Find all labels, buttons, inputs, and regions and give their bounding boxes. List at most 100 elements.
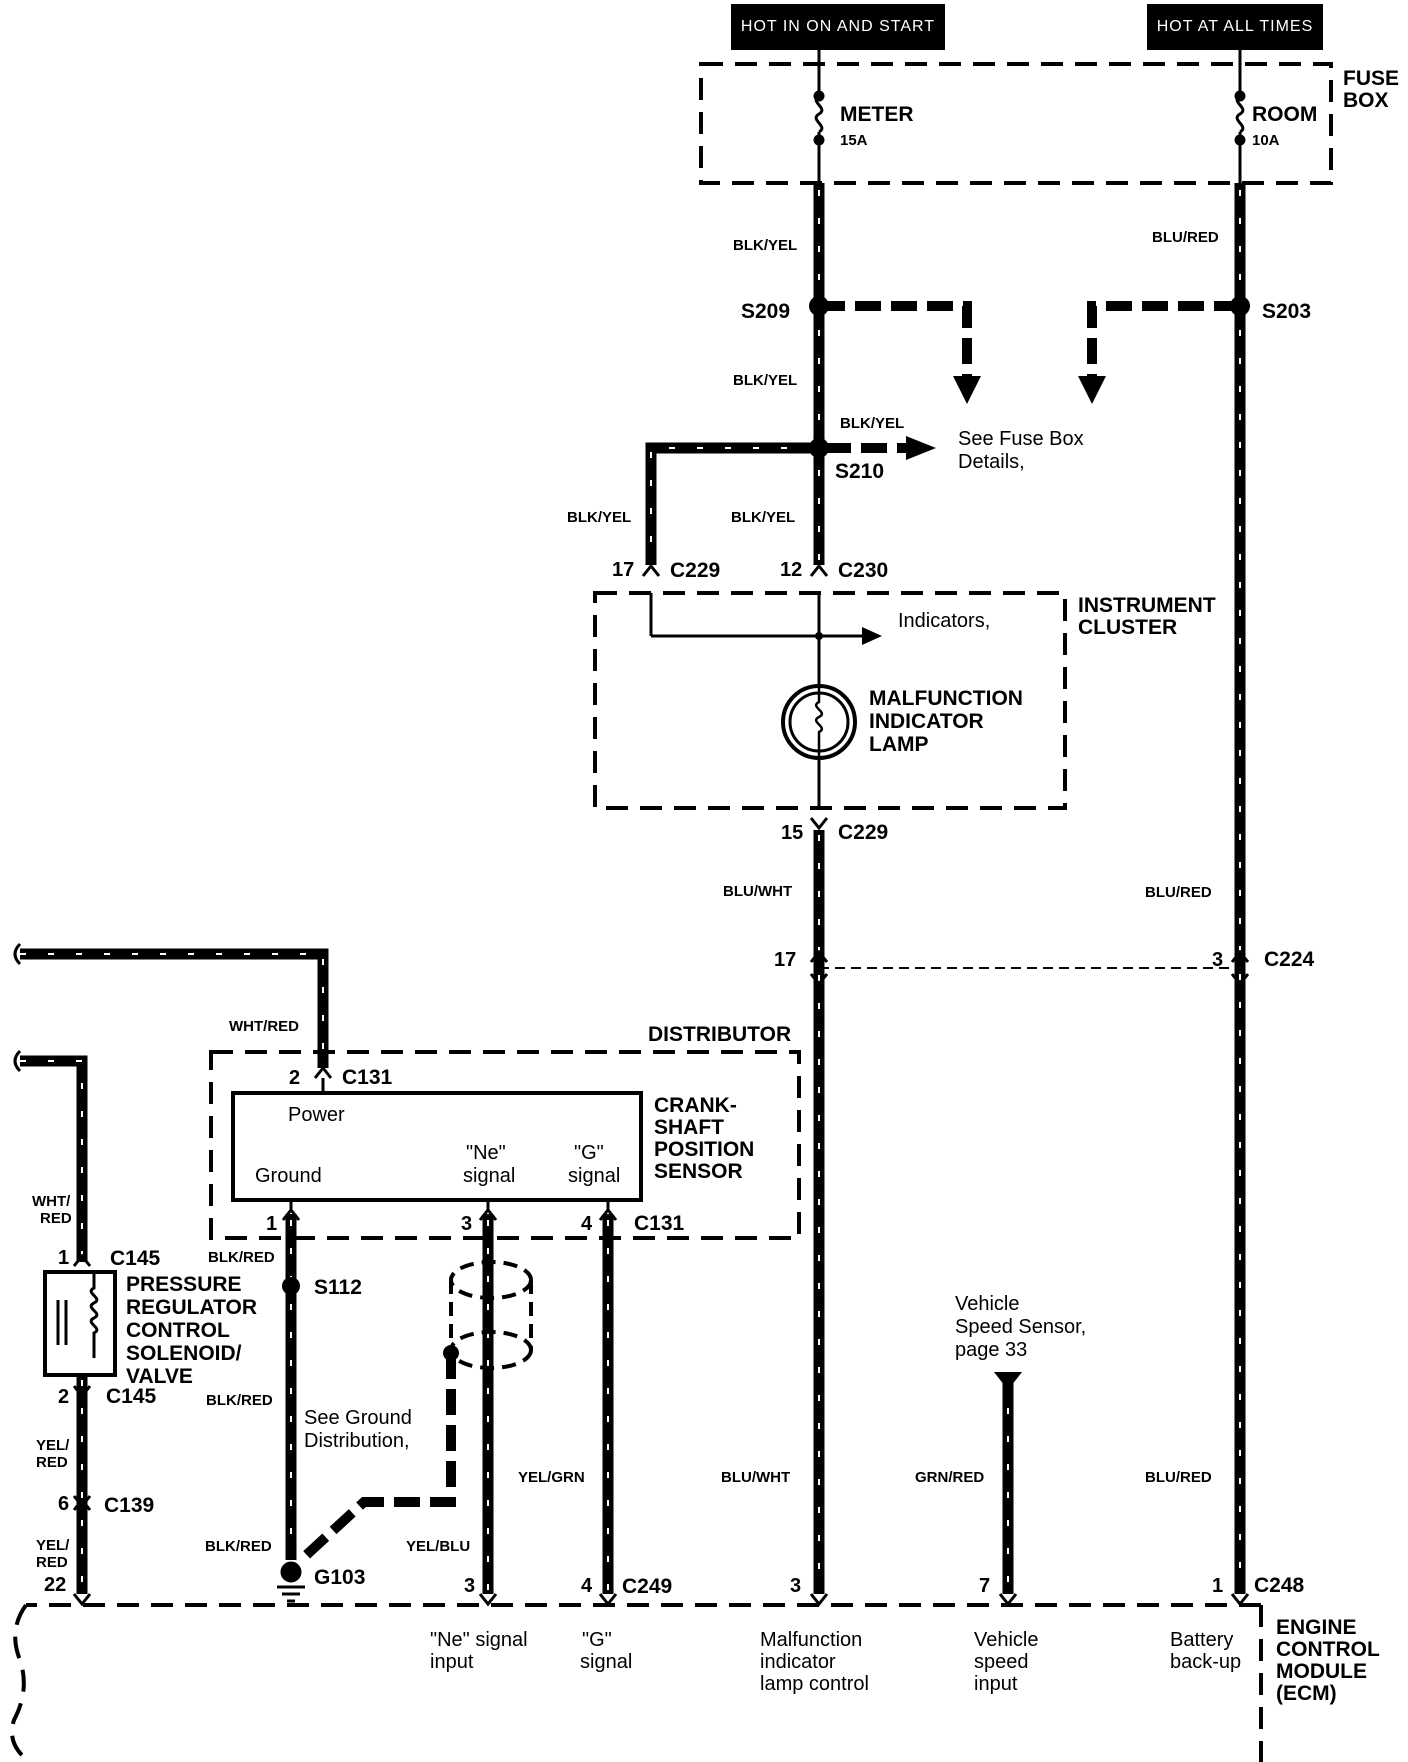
cluster-internal-wiring (649, 593, 866, 808)
wire-label-blk-yel-2: BLK/YEL (733, 372, 797, 389)
s210-label: S210 (835, 460, 884, 483)
ecm-g-signal-2: signal (580, 1651, 632, 1673)
room-fuse-label: ROOM (1252, 103, 1317, 126)
instrument-cluster-title-1: INSTRUMENT (1078, 594, 1216, 617)
main-wires (20, 183, 1246, 1594)
hot-in-on-and-start-label: HOT IN ON AND START (740, 18, 936, 35)
c224-connector-marks (809, 949, 1250, 987)
crankshaft-sensor-label-3: POSITION (654, 1138, 754, 1161)
fuse-box-detail-links (819, 301, 1240, 376)
ground-g103-icon (277, 1561, 305, 1603)
mil-label-1: MALFUNCTION (869, 687, 1023, 710)
c229-label-top: C229 (670, 559, 720, 582)
pin-4-c131: 4 (581, 1213, 593, 1235)
wire-stripes (20, 190, 1241, 1590)
crankshaft-sensor-label-4: SENSOR (654, 1160, 743, 1183)
pin-22-ecm: 22 (44, 1574, 66, 1596)
wire-label-blk-yel-3: BLK/YEL (840, 415, 904, 432)
sensor-ground-label: Ground (255, 1165, 322, 1187)
wire-label-blu-wht-1: BLU/WHT (723, 883, 792, 900)
wire-label-blk-yel-1: BLK/YEL (733, 237, 797, 254)
wire-label-blu-wht-2: BLU/WHT (721, 1469, 790, 1486)
s203-label: S203 (1262, 300, 1311, 323)
c131-connector-marks (281, 1065, 618, 1221)
ecm-title-4: (ECM) (1276, 1682, 1337, 1705)
c230-label: C230 (838, 559, 888, 582)
pin-3-c249: 3 (464, 1575, 475, 1597)
splice-s210 (809, 438, 829, 458)
pin-12-c230: 12 (780, 559, 802, 581)
pin-17-c229: 17 (612, 559, 634, 581)
s209-label: S209 (741, 300, 790, 323)
sensor-ne-label-1: "Ne" (466, 1142, 506, 1164)
indicators-note: Indicators, (898, 610, 990, 632)
distributor-outline (209, 1050, 801, 1240)
ecm-vs-3: input (974, 1673, 1018, 1695)
crankshaft-sensor-label-1: CRANK- (654, 1094, 737, 1117)
ecm-ne-input-1: "Ne" signal (430, 1629, 528, 1651)
fuse-box-title-2: BOX (1343, 89, 1389, 112)
wire-label-wht-red-1: WHT/RED (229, 1018, 299, 1035)
pin-4-c249: 4 (581, 1575, 593, 1597)
c131-label-bottom: C131 (634, 1212, 685, 1235)
pin-1-c145: 1 (58, 1247, 69, 1269)
pin-6-c139: 6 (58, 1493, 69, 1515)
fuse-box-outline (699, 62, 1333, 185)
wire-label-wht-red-2a: WHT/ (32, 1193, 71, 1210)
fuse-box-title-1: FUSE (1343, 67, 1399, 90)
wire-label-blk-red-2: BLK/RED (206, 1392, 273, 1409)
wire-label-yel-blu: YEL/BLU (406, 1538, 470, 1555)
wire-label-yel-red-2b: RED (36, 1554, 68, 1571)
splice-s209 (809, 296, 829, 316)
crankshaft-sensor-label-2: SHAFT (654, 1116, 724, 1139)
ecm-g-signal-1: "G" (582, 1629, 612, 1651)
sensor-leads-out (289, 1200, 610, 1212)
splice-s203 (1230, 296, 1250, 316)
g103-label: G103 (314, 1566, 365, 1589)
pin-3-c131: 3 (461, 1213, 472, 1235)
vss-note-1: Vehicle (955, 1293, 1020, 1315)
sensor-g-label-1: "G" (574, 1142, 604, 1164)
ecm-mil-3: lamp control (760, 1673, 869, 1695)
splice-s112 (282, 1277, 300, 1295)
ecm-outline (10, 1603, 1263, 1762)
meter-fuse-label: METER (840, 103, 914, 126)
c229-label-bottom: C229 (838, 821, 888, 844)
ecm-title-3: MODULE (1276, 1660, 1367, 1683)
c224-label: C224 (1264, 948, 1315, 971)
see-ground-note-2: Distribution, (304, 1430, 410, 1452)
vss-note-2: Speed Sensor, (955, 1316, 1086, 1338)
instrument-cluster-title-2: CLUSTER (1078, 616, 1177, 639)
detail-arrowheads (953, 376, 1106, 404)
cluster-junction-dot (815, 632, 823, 640)
c145-c139-connector-marks (72, 1253, 92, 1511)
ecm-mil-2: indicator (760, 1651, 836, 1673)
wire-label-blk-yel-4: BLK/YEL (567, 509, 631, 526)
sensor-ne-label-2: signal (463, 1165, 515, 1187)
c139-label: C139 (104, 1494, 154, 1517)
solenoid-icon (56, 1272, 99, 1358)
wire-label-yel-red-1b: RED (36, 1454, 68, 1471)
pressure-regulator-label-2: REGULATOR (126, 1296, 257, 1319)
wire-continuation-marks (13, 942, 22, 1073)
pressure-regulator-label-3: CONTROL (126, 1319, 230, 1342)
pressure-regulator-label-4: SOLENOID/ (126, 1342, 242, 1365)
meter-fuse-symbol (813, 50, 825, 183)
pin-15-c229: 15 (781, 822, 803, 844)
pin-2-c131: 2 (289, 1067, 300, 1089)
wire-label-blk-red-3: BLK/RED (205, 1538, 272, 1555)
c229-c230-connector-marks (641, 563, 829, 831)
see-fuse-box-note-2: Details, (958, 451, 1025, 473)
c248-label: C248 (1254, 1574, 1305, 1597)
wire-label-blu-red-3: BLU/RED (1145, 1469, 1212, 1486)
wire-label-yel-red-2a: YEL/ (36, 1537, 70, 1554)
indicators-arrowhead (862, 627, 882, 645)
pin-1-c248: 1 (1212, 1575, 1223, 1597)
wire-label-yel-red-1a: YEL/ (36, 1437, 70, 1454)
pin-1-c131: 1 (266, 1213, 277, 1235)
ecm-mil-1: Malfunction (760, 1629, 862, 1651)
room-fuse-symbol (1234, 50, 1246, 183)
pin-7-ecm: 7 (979, 1575, 990, 1597)
ecm-title-2: CONTROL (1276, 1638, 1380, 1661)
s112-label: S112 (314, 1276, 362, 1299)
